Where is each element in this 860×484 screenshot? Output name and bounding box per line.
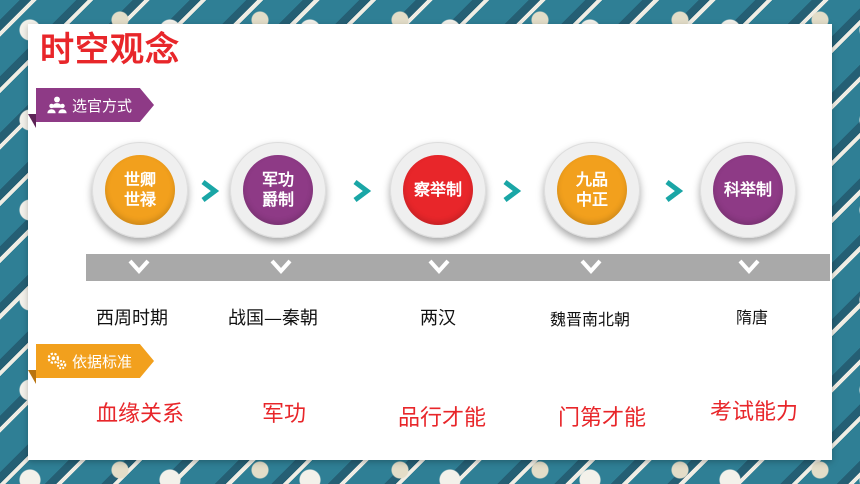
- banner-tail: [28, 370, 36, 384]
- criterion-label-3: 品行才能: [398, 406, 487, 431]
- stage-label-4: 九品 中正: [557, 155, 627, 225]
- chevron-down-icon: [580, 259, 602, 274]
- chevron-down-icon: [128, 259, 150, 274]
- era-label-3: 两汉: [420, 308, 456, 329]
- criterion-label-2: 军功: [262, 402, 307, 427]
- banner-flag: 依据标准: [36, 344, 155, 378]
- basis-label: 依据标准: [72, 352, 133, 371]
- stage-label-3: 察举制: [403, 155, 473, 225]
- stage-label-1: 世卿 世禄: [105, 155, 175, 225]
- chevron-down-icon: [270, 259, 292, 274]
- slide-card: [28, 24, 832, 460]
- criterion-label-1: 血缘关系: [96, 402, 185, 427]
- era-label-1: 西周时期: [96, 308, 168, 329]
- criterion-label-4: 门第才能: [558, 406, 647, 431]
- banner-flag: 选官方式: [36, 88, 155, 122]
- era-label-2: 战国—秦朝: [228, 308, 318, 329]
- stage-label-5: 科举制: [713, 155, 783, 225]
- stage-circle-5: 科举制: [700, 142, 796, 238]
- era-label-5: 隋唐: [736, 308, 769, 327]
- page-title: 时空观念: [40, 30, 180, 70]
- era-label-4: 魏晋南北朝: [550, 310, 631, 329]
- gears-icon: [47, 352, 67, 370]
- timeline-bar: [86, 254, 830, 281]
- stage-circle-4: 九品 中正: [544, 142, 640, 238]
- chevron-down-icon: [428, 259, 450, 274]
- stage-label-2: 军功 爵制: [243, 155, 313, 225]
- criterion-label-5: 考试能力: [710, 400, 799, 425]
- banner-tail: [28, 114, 36, 128]
- chevron-down-icon: [738, 259, 760, 274]
- people-icon: [47, 96, 67, 114]
- selection-method-label: 选官方式: [72, 96, 133, 115]
- selection-method-banner: 选官方式: [28, 88, 155, 128]
- basis-banner: 依据标准: [28, 344, 155, 384]
- stage-circle-1: 世卿 世禄: [92, 142, 188, 238]
- stage-circle-2: 军功 爵制: [230, 142, 326, 238]
- stage-circle-3: 察举制: [390, 142, 486, 238]
